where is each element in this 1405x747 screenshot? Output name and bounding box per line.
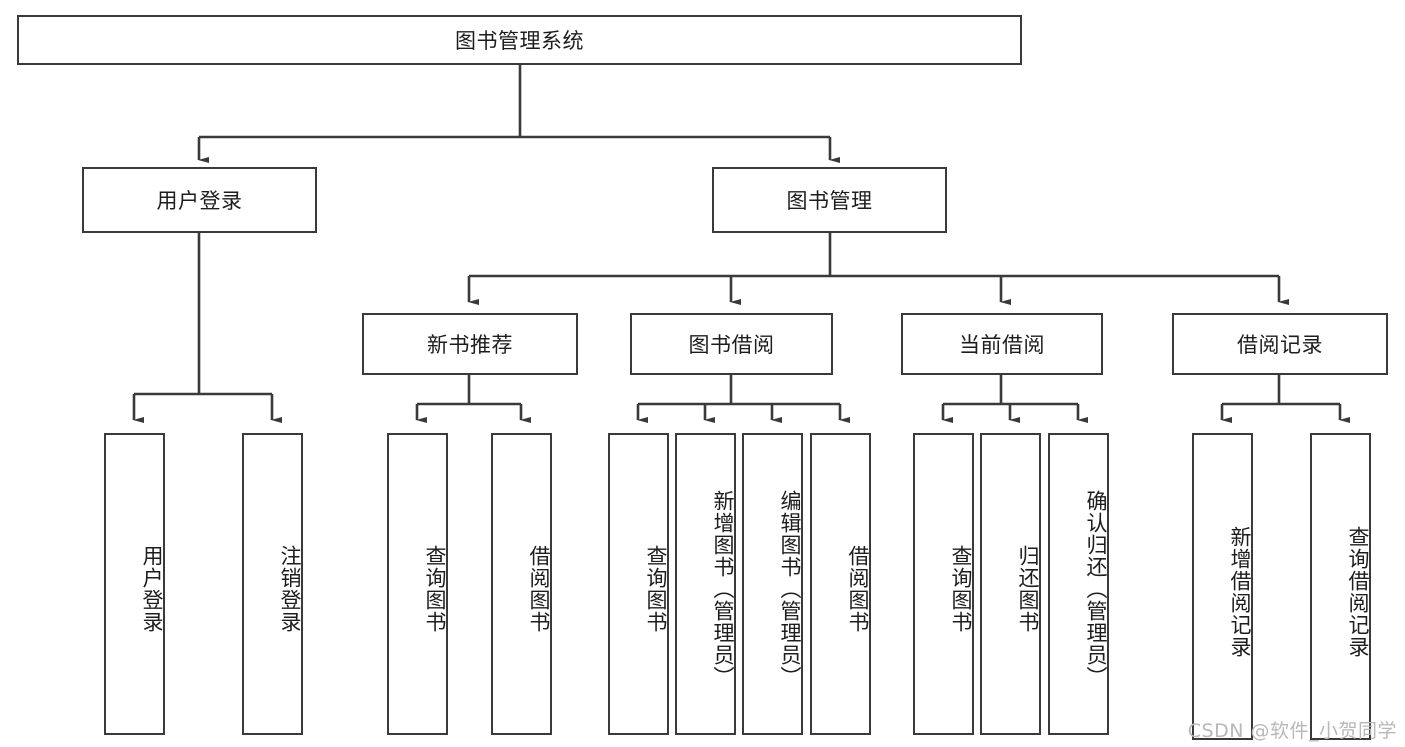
node-leaf-user-login-label: 用户登录 <box>140 545 164 633</box>
node-new-book-recommend-label: 新书推荐 <box>427 333 513 357</box>
node-leaf-borrow-book-1-label: 借阅图书 <box>527 545 551 633</box>
node-leaf-query-book-1[interactable]: 查询图书 <box>387 433 448 735</box>
node-leaf-return-book-label: 归还图书 <box>1016 545 1040 633</box>
node-user-login[interactable]: 用户登录 <box>82 167 317 233</box>
node-user-login-label: 用户登录 <box>156 189 243 213</box>
node-leaf-query-book-2-label: 查询图书 <box>644 545 668 633</box>
node-leaf-add-record[interactable]: 新增借阅记录 <box>1192 433 1253 740</box>
node-book-manage[interactable]: 图书管理 <box>712 167 947 233</box>
node-leaf-confirm-return[interactable]: 确认归还（管理员） <box>1048 433 1109 735</box>
node-leaf-query-book-3[interactable]: 查询图书 <box>913 433 974 735</box>
node-leaf-add-book[interactable]: 新增图书（管理员） <box>675 433 736 735</box>
node-borrow-record[interactable]: 借阅记录 <box>1172 313 1388 375</box>
node-new-book-recommend[interactable]: 新书推荐 <box>362 313 578 375</box>
node-leaf-borrow-book-1[interactable]: 借阅图书 <box>491 433 552 735</box>
node-leaf-user-login[interactable]: 用户登录 <box>104 433 165 735</box>
node-leaf-add-book-label: 新增图书（管理员） <box>711 490 735 688</box>
node-root[interactable]: 图书管理系统 <box>17 15 1022 65</box>
node-leaf-edit-book[interactable]: 编辑图书（管理员） <box>742 433 803 735</box>
node-leaf-borrow-book-2[interactable]: 借阅图书 <box>810 433 871 735</box>
node-leaf-query-book-1-label: 查询图书 <box>423 545 447 633</box>
node-book-borrow[interactable]: 图书借阅 <box>630 313 833 375</box>
node-leaf-add-record-label: 新增借阅记录 <box>1228 525 1252 658</box>
node-leaf-confirm-return-label: 确认归还（管理员） <box>1084 490 1108 688</box>
node-current-borrow[interactable]: 当前借阅 <box>901 313 1103 375</box>
node-current-borrow-label: 当前借阅 <box>959 333 1045 357</box>
node-leaf-edit-book-label: 编辑图书（管理员） <box>778 490 802 688</box>
csdn-watermark: CSDN @软件_小贺同学 <box>1187 720 1397 742</box>
node-book-manage-label: 图书管理 <box>786 189 873 213</box>
node-leaf-logout-login[interactable]: 注销登录 <box>242 433 303 735</box>
node-book-borrow-label: 图书借阅 <box>688 333 775 357</box>
node-leaf-query-record-label: 查询借阅记录 <box>1346 525 1370 658</box>
node-borrow-record-label: 借阅记录 <box>1237 333 1323 357</box>
node-leaf-return-book[interactable]: 归还图书 <box>980 433 1041 735</box>
node-root-label: 图书管理系统 <box>455 29 584 53</box>
node-leaf-query-book-2[interactable]: 查询图书 <box>608 433 669 735</box>
node-leaf-query-book-3-label: 查询图书 <box>949 545 973 633</box>
node-leaf-borrow-book-2-label: 借阅图书 <box>846 545 870 633</box>
node-leaf-query-record[interactable]: 查询借阅记录 <box>1310 433 1371 740</box>
node-leaf-logout-login-label: 注销登录 <box>278 545 302 633</box>
